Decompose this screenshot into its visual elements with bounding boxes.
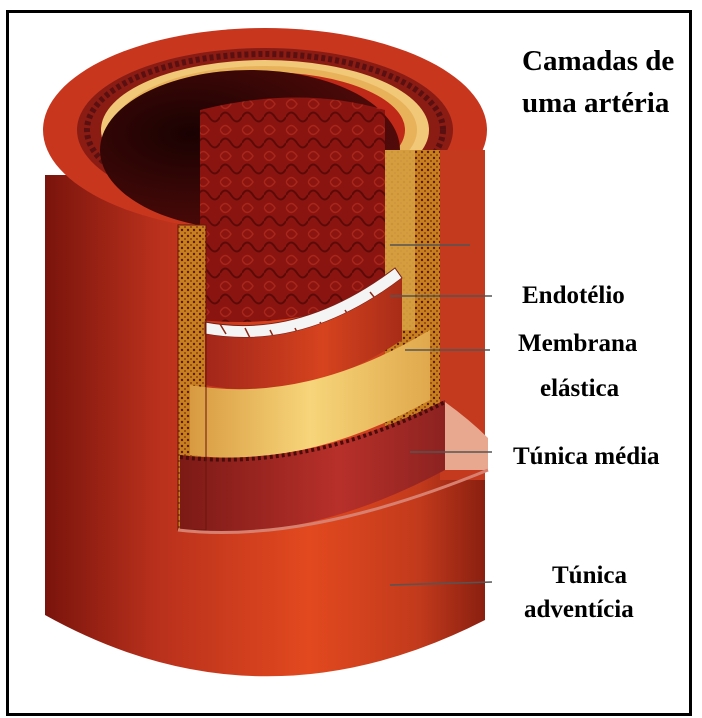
label-elastica: elástica [540,375,619,403]
diagram-title: Camadas de uma artéria [522,40,674,124]
title-line-1: Camadas de [522,40,674,82]
label-endotelio: Endotélio [522,282,625,310]
title-line-2: uma artéria [522,82,674,124]
label-tunica: Túnica [552,562,627,590]
label-tunica-media: Túnica média [513,443,660,471]
label-membrana: Membrana [518,330,637,358]
label-adventicia: adventícia [524,596,634,624]
